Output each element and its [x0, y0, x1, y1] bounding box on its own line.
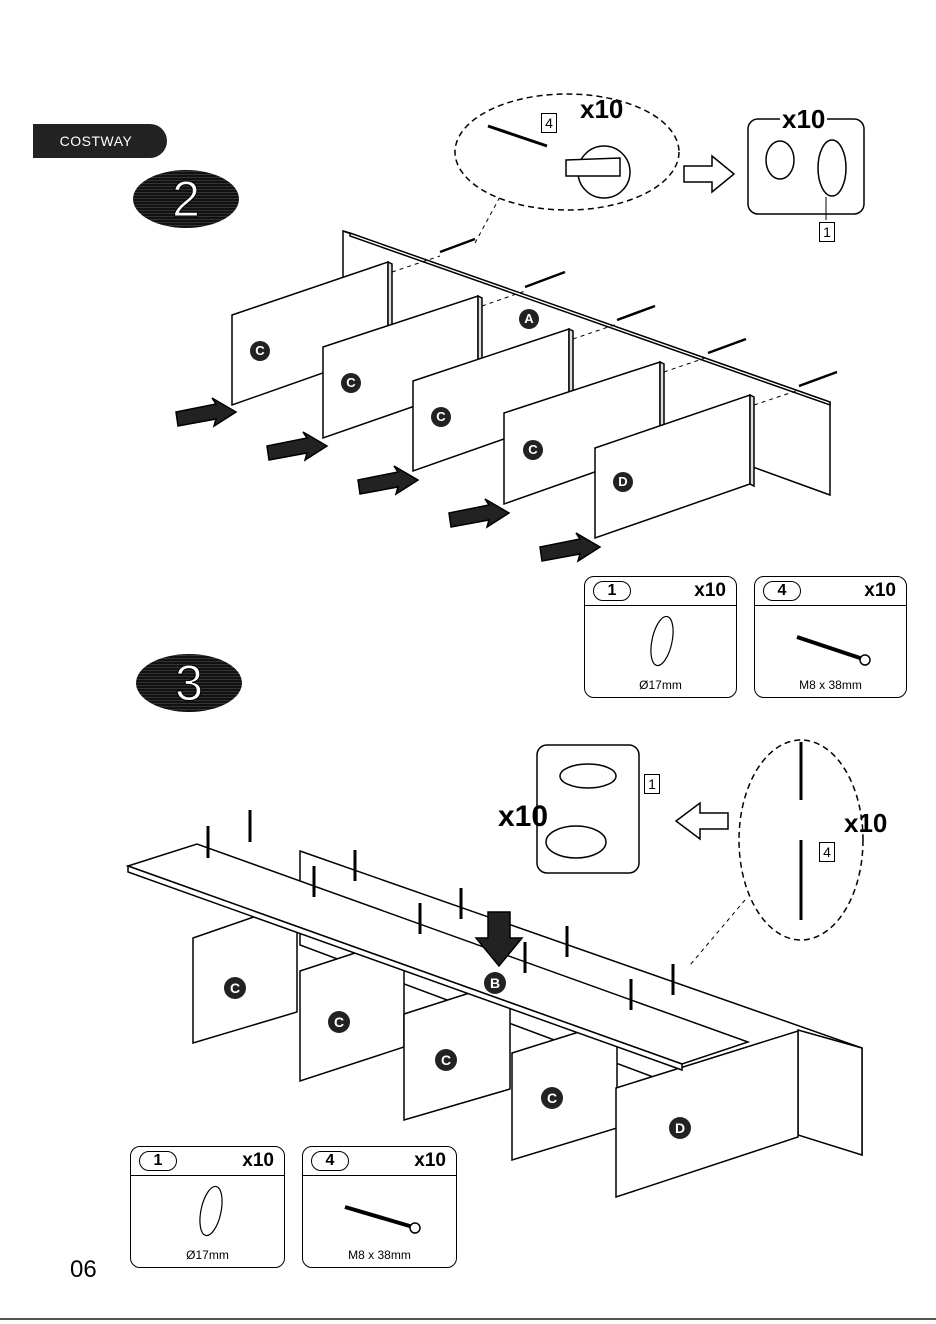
insert-arrow-5 [540, 533, 600, 561]
label-c-7: C [439, 1052, 453, 1068]
part-number: 4 [763, 581, 801, 601]
step-3-screw-tag: 4 [819, 842, 835, 862]
part-number: 4 [311, 1151, 349, 1171]
part-number: 1 [593, 581, 631, 601]
part-box-4-step3: 4 x10 M8 x 38mm [302, 1146, 457, 1268]
label-d-2: D [673, 1120, 687, 1136]
part-box-4-step2: 4 x10 M8 x 38mm [754, 576, 907, 698]
label-c-8: C [545, 1090, 559, 1106]
part-quantity: x10 [694, 580, 726, 602]
step-3-screw-qty: x10 [844, 808, 887, 839]
screw-icon [303, 1175, 458, 1245]
step-3-number: 3 [175, 655, 203, 711]
part-dimension: M8 x 38mm [303, 1248, 456, 1262]
page-number: 06 [70, 1256, 97, 1284]
part-dimension: Ø17mm [585, 678, 736, 692]
cap-icon [585, 605, 738, 675]
label-c-6: C [332, 1014, 346, 1030]
insert-arrow-4 [449, 499, 509, 527]
label-c-5: C [228, 980, 242, 996]
label-c-3: C [434, 409, 448, 424]
part-dimension: M8 x 38mm [755, 678, 906, 692]
label-c-2: C [344, 375, 358, 390]
part-number: 1 [139, 1151, 177, 1171]
label-b: B [488, 975, 502, 991]
label-c-4: C [526, 442, 540, 457]
next-arrow [684, 156, 734, 192]
step-2-cap-qty: x10 [780, 104, 827, 135]
step-3-cap-tag: 1 [644, 774, 660, 794]
insert-arrow-1 [176, 398, 236, 426]
part-box-1-step2: 1 x10 Ø17mm [584, 576, 737, 698]
step-2-cap-tag: 1 [819, 222, 835, 242]
prev-arrow [676, 803, 728, 839]
detail-bubble-2 [455, 94, 679, 210]
label-c-1: C [253, 343, 267, 358]
cap-icon [131, 1175, 286, 1245]
part-quantity: x10 [414, 1150, 446, 1172]
step-3-drawing [128, 740, 863, 1197]
label-a: A [522, 311, 536, 326]
step-2-drawing [176, 94, 864, 561]
step-2-screw-tag: 4 [541, 113, 557, 133]
part-dimension: Ø17mm [131, 1248, 284, 1262]
step-3-badge: 3 [136, 654, 242, 712]
label-d: D [616, 474, 630, 489]
footer-divider [0, 1318, 936, 1320]
insert-arrow-2 [267, 432, 327, 460]
insert-arrow-3 [358, 466, 418, 494]
part-quantity: x10 [864, 580, 896, 602]
step-2-screw-qty: x10 [580, 94, 623, 125]
part-box-1-step3: 1 x10 Ø17mm [130, 1146, 285, 1268]
step-3-cap-qty: x10 [498, 800, 548, 834]
screw-icon [755, 605, 908, 675]
part-quantity: x10 [242, 1150, 274, 1172]
